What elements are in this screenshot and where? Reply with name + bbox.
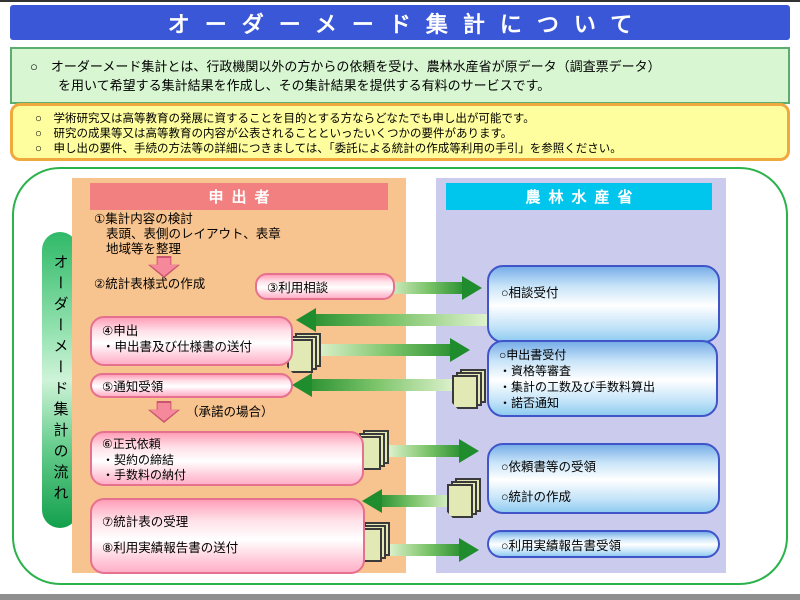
maff-box-application: ○申出書受付 ・資格等審査 ・集計の工数及び手数料算出 ・諾否通知 — [487, 340, 718, 417]
intro-line-2: を用いて希望する集計結果を作成し、その集計結果を提供する有料のサービスです。 — [58, 78, 551, 93]
step6-line1: ⑥正式依頼 — [102, 437, 161, 451]
approval-note: （承諾の場合） — [186, 405, 274, 419]
step5-label: ⑤通知受領 — [102, 380, 164, 394]
step6-line2: ・契約の締結 — [102, 452, 175, 467]
maff-box3-line1: ○依頼書等の受領 — [501, 460, 597, 474]
applicant-header-label: 申出者 — [208, 189, 278, 206]
maff-header-label: 農林水産省 — [525, 189, 641, 206]
maff-box3-line2: ○統計の作成 — [501, 490, 572, 504]
intro-box: ○ オーダーメード集計とは、行政機関以外の方からの依頼を受け、農林水産省が原デー… — [10, 47, 790, 104]
document-stack-icon — [447, 478, 481, 520]
maff-box4-label: ○利用実績報告書受領 — [501, 538, 622, 553]
maff-box-request: ○依頼書等の受領 ○統計の作成 — [487, 443, 720, 514]
maff-box-consult: ○相談受付 — [487, 265, 720, 343]
pink-down-arrow-icon — [148, 256, 180, 278]
step6-box: ⑥正式依頼 ・契約の締結 ・手数料の納付 — [90, 431, 364, 486]
note-item-2: ○ 研究の成果等又は高等教育の内容が公表されることといったいくつかの要件がありま… — [35, 128, 513, 140]
maff-box2-line3: ・集計の工数及び手数料算出 — [499, 380, 656, 394]
maff-header: 農林水産省 — [446, 183, 712, 210]
maff-box2-line2: ・資格等審査 — [499, 364, 572, 378]
green-arrow-left-icon — [292, 373, 455, 397]
document-stack-icon — [452, 369, 486, 411]
green-arrow-left-icon — [296, 308, 487, 332]
green-arrow-right-icon — [388, 439, 479, 463]
green-arrow-left-icon — [362, 489, 452, 513]
green-arrow-right-icon — [385, 276, 482, 300]
step3-label: ③利用相談 — [267, 281, 329, 295]
screen-top-edge — [0, 0, 800, 2]
step8-line: ⑧利用実績報告書の送付 — [102, 541, 239, 555]
title-bar: オーダーメード集計について — [10, 5, 790, 40]
note-item-3: ○ 申し出の要件、手続の方法等の詳細につきましては、「委託による統計の作成等利用… — [35, 143, 622, 155]
maff-box1-label: ○相談受付 — [501, 286, 559, 300]
step1-text: ①集計内容の検討 表頭、表側のレイアウト、表章 地域等を整理 — [94, 212, 281, 257]
step4-line1: ④申出 — [102, 324, 139, 338]
step7-8-box: ⑦統計表の受理 ⑧利用実績報告書の送付 — [90, 498, 365, 574]
intro-line-1: ○ オーダーメード集計とは、行政機関以外の方からの依頼を受け、農林水産省が原デー… — [30, 59, 661, 74]
green-arrow-right-icon — [316, 338, 470, 362]
maff-box2-line1: ○申出書受付 — [499, 348, 567, 362]
flow-label: オーダーメード集計の流れ — [51, 254, 69, 506]
step1-line2: 表頭、表側のレイアウト、表章 — [106, 227, 281, 241]
pink-down-arrow-icon — [148, 401, 180, 423]
document-stack-icon — [287, 333, 321, 375]
note-item-1: ○ 学術研究又は高等教育の発展に資することを目的とする方ならどなたでも申し出が可… — [35, 113, 535, 125]
screen-bottom-edge — [0, 594, 800, 600]
maff-box-report: ○利用実績報告書受領 — [487, 530, 720, 558]
step4-box: ④申出 ・申出書及び仕様書の送付 — [90, 316, 293, 366]
maff-box2-line4: ・諾否通知 — [499, 396, 560, 410]
step4-line2: ・申出書及び仕様書の送付 — [102, 340, 253, 354]
step1-line3: 地域等を整理 — [106, 242, 182, 256]
step3-box: ③利用相談 — [255, 273, 395, 300]
green-arrow-right-icon — [388, 538, 479, 562]
applicant-header: 申出者 — [90, 183, 388, 210]
step1-line1: ①集計内容の検討 — [94, 212, 193, 226]
step2-text: ②統計表様式の作成 — [94, 277, 206, 291]
step7-line: ⑦統計表の受理 — [102, 515, 189, 529]
step6-line3: ・手数料の納付 — [102, 468, 187, 482]
notes-box: ○ 学術研究又は高等教育の発展に資することを目的とする方ならどなたでも申し出が可… — [10, 103, 790, 161]
step5-box: ⑤通知受領 — [90, 373, 293, 398]
page-title: オーダーメード集計について — [167, 11, 648, 37]
